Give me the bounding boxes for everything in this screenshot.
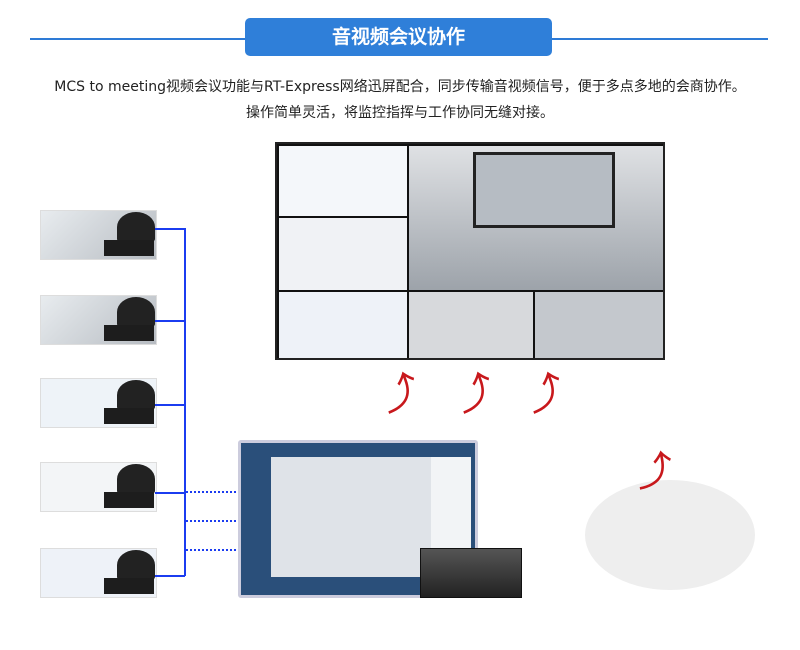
header-divider-right <box>552 38 768 40</box>
camera-base <box>104 578 154 594</box>
connection-line <box>155 320 185 322</box>
server-device <box>420 548 522 598</box>
section-title: 音视频会议协作 <box>245 18 552 56</box>
signal-arrow <box>186 549 236 551</box>
camera-icon <box>117 464 155 494</box>
description-line-2: 操作简单灵活，将监控指挥与工作协同无缝对接。 <box>246 105 554 121</box>
camera-icon <box>117 212 155 242</box>
signal-arrow <box>186 520 236 522</box>
camera-base <box>104 492 154 508</box>
upload-arrow-icon: ⤴ <box>519 365 571 420</box>
camera-icon <box>117 550 155 580</box>
description-line-1: MCS to meeting视频会议功能与RT-Express网络迅屏配合，同步… <box>54 79 746 95</box>
conference-people-illustration: ⤴ <box>565 420 770 615</box>
upload-arrow-icon: ⤴ <box>374 365 426 420</box>
presentation-panel <box>279 292 407 358</box>
speaker-panel <box>409 292 533 358</box>
header-divider-left <box>30 38 245 40</box>
signal-arrow <box>186 491 236 493</box>
camera-icon <box>117 380 155 410</box>
connection-line <box>155 492 185 494</box>
control-software-monitor <box>238 440 478 598</box>
connection-trunk <box>184 228 186 576</box>
inset-video <box>473 152 615 228</box>
chart-panel <box>279 218 407 290</box>
camera-base <box>104 408 154 424</box>
camera-icon <box>117 297 155 327</box>
map-panel <box>279 146 407 216</box>
connection-line <box>155 404 185 406</box>
video-wall <box>275 142 665 360</box>
software-preview <box>271 457 431 577</box>
group-panel <box>535 292 663 358</box>
camera-base <box>104 325 154 341</box>
upload-arrow-icon: ⤴ <box>449 365 501 420</box>
camera-base <box>104 240 154 256</box>
connection-line <box>155 575 185 577</box>
upload-arrow-icon: ⤴ <box>632 445 678 496</box>
conference-table <box>585 480 755 590</box>
connection-line <box>155 228 185 230</box>
